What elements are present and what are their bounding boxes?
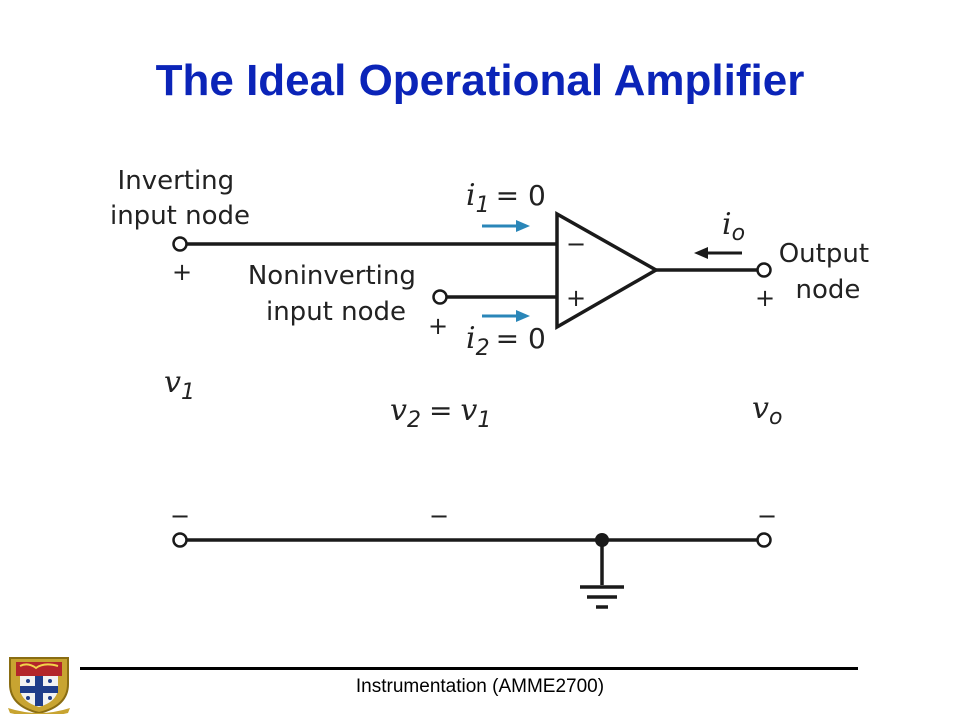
- vo-plus-sign: +: [755, 284, 775, 312]
- slide-title: The Ideal Operational Amplifier: [155, 56, 805, 105]
- output-label: Output node: [779, 239, 878, 305]
- i2-label: i2= 0: [466, 321, 546, 361]
- op-amp-plus: +: [566, 284, 586, 312]
- ground-symbol: [580, 585, 624, 609]
- vo-label: vo: [752, 391, 782, 430]
- ground-right-terminal: [756, 532, 772, 548]
- vo-minus-sign: −: [757, 502, 777, 530]
- inverting-label: Inverting input node: [110, 166, 250, 231]
- v1-plus-sign: +: [172, 258, 192, 286]
- wires: [186, 242, 757, 585]
- v1-minus-sign: −: [170, 502, 190, 530]
- i1-arrow: [482, 220, 530, 232]
- io-label: io: [722, 207, 745, 246]
- noninverting-label: Noninverting input node: [248, 261, 424, 327]
- inverting-terminal: [172, 236, 188, 252]
- op-amp-minus: −: [566, 230, 586, 258]
- university-crest-logo: [8, 657, 70, 714]
- footer-text: Instrumentation (AMME2700): [355, 676, 605, 697]
- footer-rule: [80, 667, 858, 670]
- io-arrow: [694, 247, 742, 259]
- noninverting-terminal: [432, 289, 448, 305]
- v1-label: v1: [164, 365, 195, 405]
- ground-left-terminal: [172, 532, 188, 548]
- v2-label: v2=v1: [390, 393, 491, 433]
- ground-junction-dot: [595, 533, 609, 547]
- output-terminal: [756, 262, 772, 278]
- v2-minus-sign: −: [429, 502, 449, 530]
- i1-label: i1= 0: [466, 178, 546, 218]
- op-amp-triangle: [555, 210, 660, 331]
- v2-plus-sign: +: [428, 312, 448, 340]
- i2-arrow: [482, 310, 530, 322]
